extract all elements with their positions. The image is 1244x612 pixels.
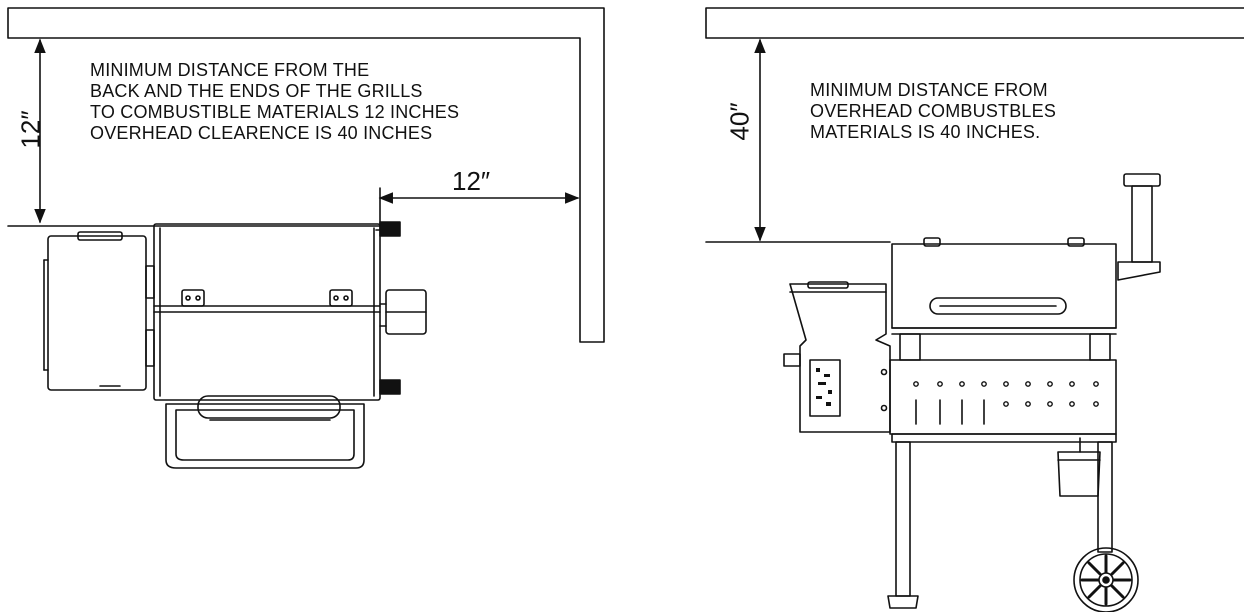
left-note-line: MINIMUM DISTANCE FROM THE bbox=[90, 60, 370, 80]
grill-top-view bbox=[43, 221, 427, 469]
right-note-line: MINIMUM DISTANCE FROM bbox=[810, 80, 1048, 100]
right-vertical-dimension-label: 40″ bbox=[724, 102, 755, 141]
right-clearance-note: MINIMUM DISTANCE FROM OVERHEAD COMBUSTBL… bbox=[810, 80, 1056, 143]
left-vertical-dimension-label: 12″ bbox=[15, 110, 46, 149]
left-note-line: OVERHEAD CLEARENCE IS 40 INCHES bbox=[90, 123, 433, 143]
left-clearance-note: MINIMUM DISTANCE FROM THE BACK AND THE E… bbox=[90, 60, 459, 144]
right-ceiling-outline bbox=[705, 7, 1244, 39]
left-wall-outline bbox=[7, 7, 605, 343]
grill-front-view bbox=[783, 173, 1161, 612]
left-horizontal-dimension-label: 12″ bbox=[452, 166, 491, 196]
left-note-line: BACK AND THE ENDS OF THE GRILLS bbox=[90, 81, 423, 101]
left-note-line: TO COMBUSTIBLE MATERIALS 12 INCHES bbox=[90, 102, 460, 122]
right-note-line: OVERHEAD COMBUSTBLES bbox=[810, 101, 1057, 121]
right-note-line: MATERIALS IS 40 INCHES. bbox=[810, 122, 1041, 142]
